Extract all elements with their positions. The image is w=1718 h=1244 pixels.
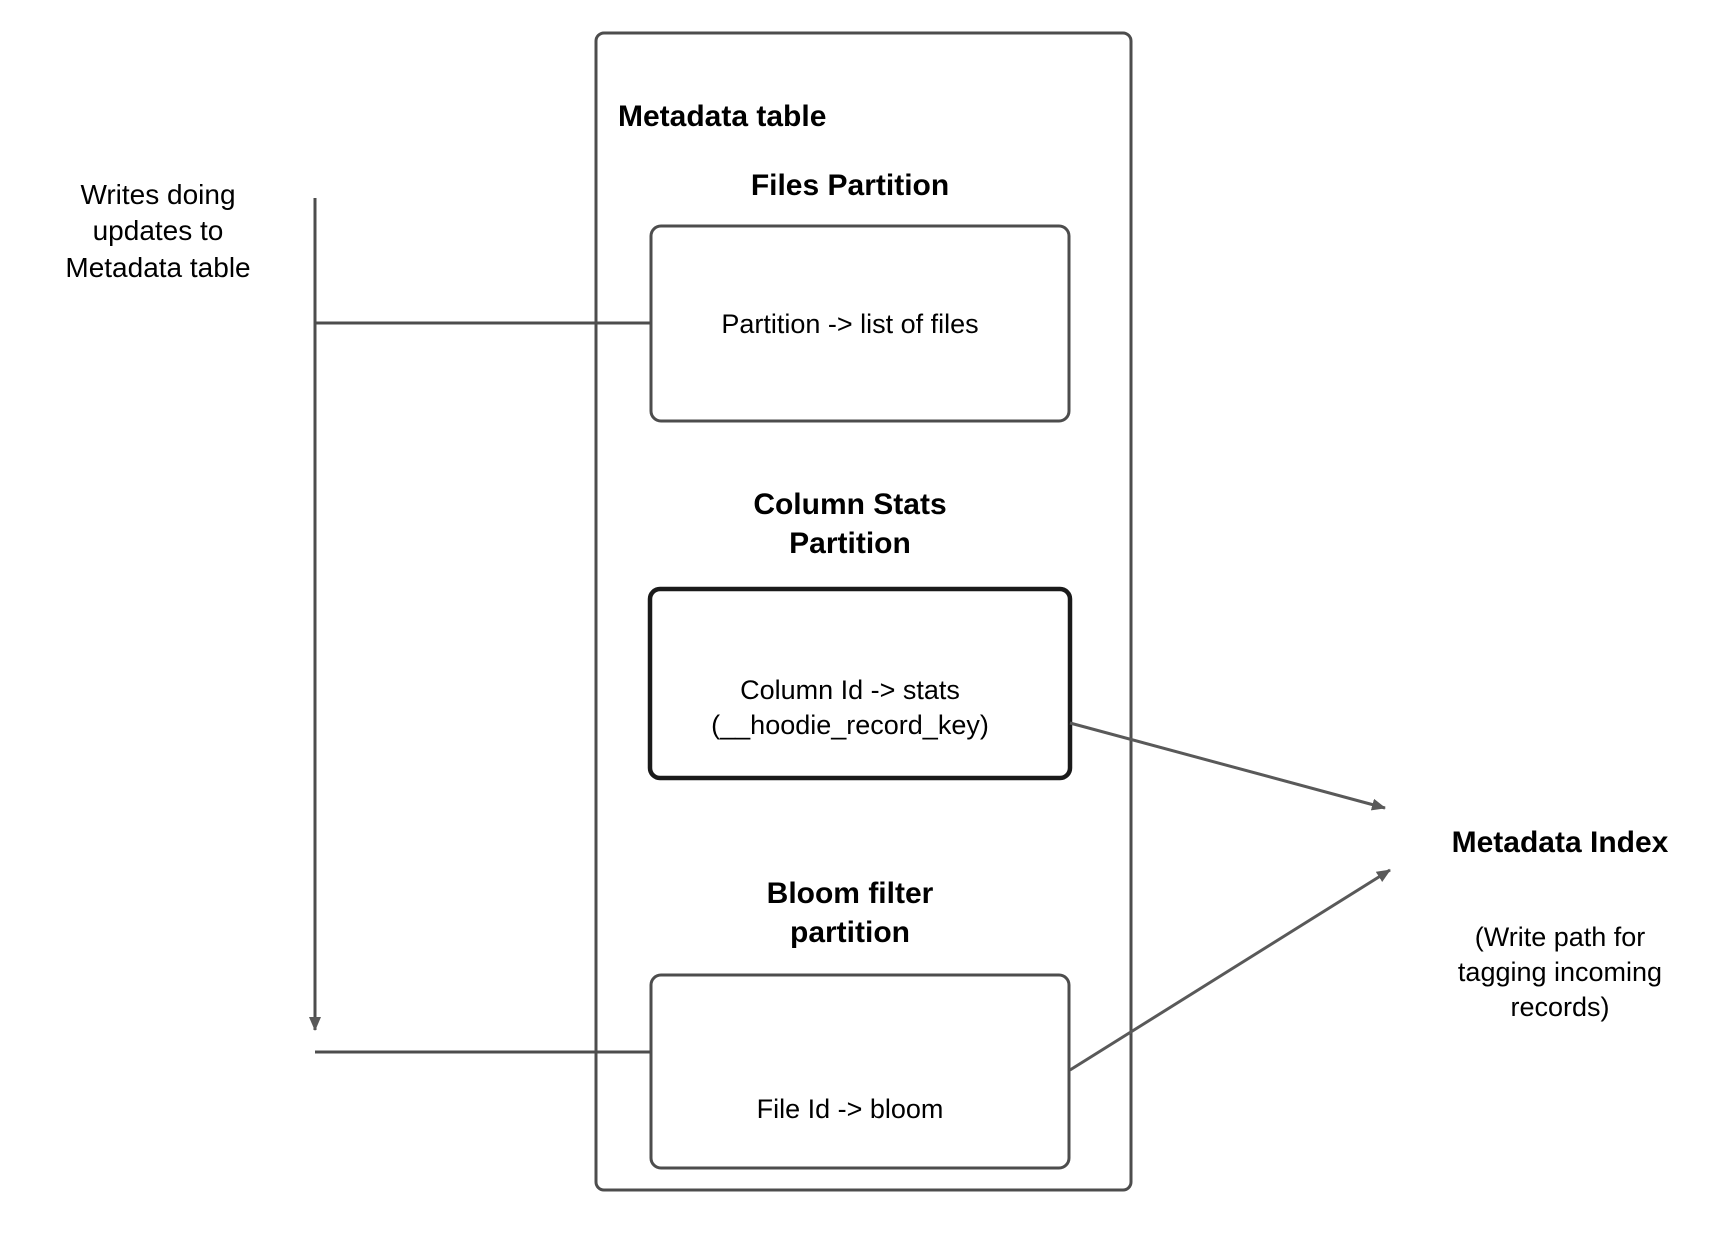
writes-updates-annotation: Writes doing updates to Metadata table bbox=[65, 179, 251, 283]
bloom-filter-box bbox=[649, 973, 1071, 1170]
files-partition-heading: Files Partition bbox=[750, 169, 950, 202]
metadata-index-title: Metadata Index bbox=[1451, 826, 1669, 859]
metadata-table-title: Metadata table bbox=[618, 100, 827, 133]
column-stats-box-text: Column Id -> stats (__hoodie_record_key) bbox=[711, 675, 989, 741]
files-partition-box-text: Partition -> list of files bbox=[721, 309, 979, 339]
arrow-column-stats-to-index bbox=[1069, 721, 1386, 811]
column-stats-partition-heading: Column Stats Partition bbox=[753, 488, 947, 560]
metadata-index-note: (Write path for tagging incoming records… bbox=[1457, 922, 1663, 1023]
arrow-bloom-to-index bbox=[1069, 868, 1391, 1072]
bloom-filter-box-text: File Id -> bloom bbox=[756, 1094, 944, 1124]
bloom-filter-partition-heading: Bloom filter partition bbox=[766, 877, 934, 949]
column-stats-box bbox=[647, 586, 1073, 781]
